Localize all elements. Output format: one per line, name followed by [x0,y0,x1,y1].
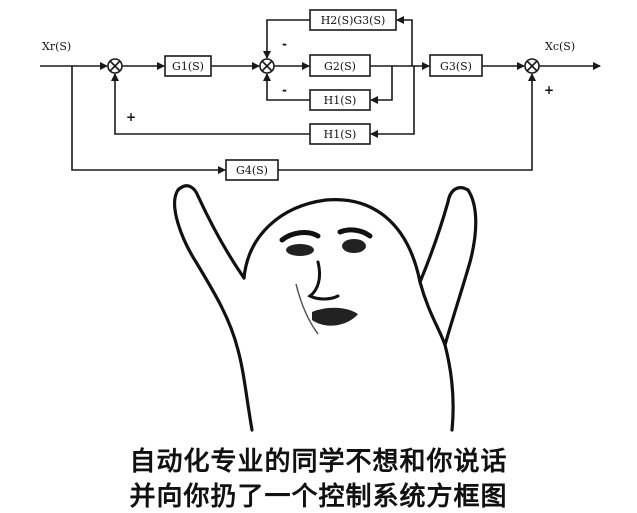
block-h2g3-label: H2(S)G3(S) [321,14,386,27]
meme-left-arm [176,184,246,280]
sign-sum2-top: - [282,37,287,51]
caption-line-2: 并向你扔了一个控制系统方框图 [129,482,508,512]
meme-head [242,198,447,347]
line-h1-inner-in [370,66,393,104]
line-h2g3-feedback-out [263,19,310,59]
control-block-diagram: Xr(S) G1(S) G2(S) G3(S) Xc(S) H2(S)G3(S)… [40,9,601,181]
block-h1-inner-label: H1(S) [324,94,357,107]
sign-sum2-bottom: - [282,83,287,97]
block-g1-label: G1(S) [172,60,204,73]
summing-junction-1 [107,58,123,74]
line-h1-outer-in [370,66,415,138]
meme-face [279,227,373,335]
block-g2-label: G2(S) [324,60,356,73]
meme-right-arm [418,186,470,284]
line-h1-inner-out [263,73,310,101]
input-label: Xr(S) [42,40,71,53]
line-h1-outer-out [111,73,310,135]
output-label: Xc(S) [545,40,575,53]
sign-sum3-bottom: + [544,83,554,97]
line-g4-out [278,73,536,171]
line-h2g3-feedback-in [396,16,413,66]
sign-sum1-bottom: + [126,110,136,124]
summing-junction-3 [524,58,540,74]
caption-line-1: 自动化专业的同学不想和你说话 [129,447,508,477]
meme-body-outline [173,188,478,432]
block-h1-outer-label: H1(S) [324,128,357,141]
block-g3-label: G3(S) [440,60,472,73]
line-g4-in [71,66,226,174]
block-g4-label: G4(S) [236,164,268,177]
summing-junction-2 [259,58,275,74]
